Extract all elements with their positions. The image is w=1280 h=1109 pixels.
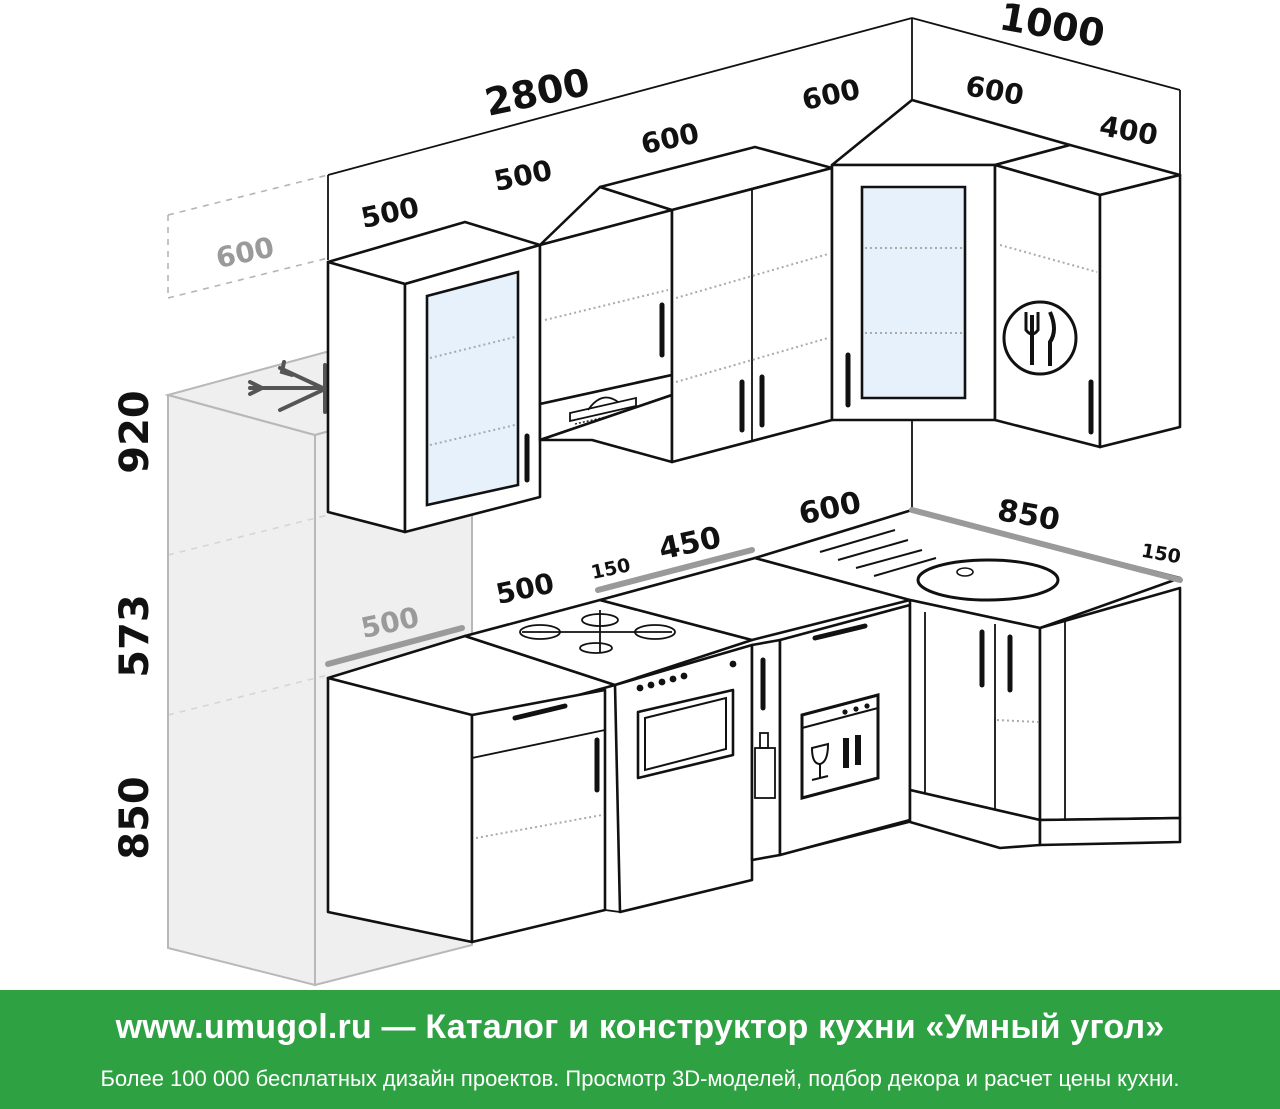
dim-upper-600-corner: 600 — [963, 69, 1026, 112]
dim-upper-600-a: 600 — [638, 116, 702, 160]
dim-upper-500-a: 500 — [358, 190, 422, 234]
dim-height-gap: 573 — [112, 594, 158, 678]
glass-door — [425, 270, 520, 507]
dim-side-length: 1000 — [996, 0, 1108, 56]
footer-title[interactable]: www.umugol.ru — Каталог и конструктор ку… — [115, 1008, 1165, 1046]
dim-height-base: 850 — [112, 776, 158, 860]
dim-total-length: 2800 — [481, 60, 594, 125]
dim-fridge-depth: 600 — [213, 230, 277, 274]
footer-banner: www.umugol.ru — Каталог и конструктор ку… — [0, 990, 1280, 1109]
dim-base-500-hob: 500 — [493, 566, 557, 610]
kitchen-drawing: 2800 1000 500 500 600 600 600 400 600 92… — [112, 0, 1183, 987]
dim-upper-500-b: 500 — [491, 153, 555, 197]
footer-subtitle: Более 100 000 бесплатных дизайн проектов… — [100, 1066, 1180, 1091]
upper-cabinets — [326, 98, 1182, 534]
dim-upper-400: 400 — [1097, 109, 1160, 152]
bottle-icon — [754, 732, 776, 799]
dim-gap-150-right: 150 — [1140, 540, 1183, 569]
countertop-marks — [325, 507, 1183, 667]
drainer-lines — [819, 529, 937, 577]
dishwasher-icon — [800, 693, 880, 800]
glass-door-corner — [860, 185, 967, 400]
dim-gap-150-left: 150 — [589, 554, 632, 584]
sink-bowl — [916, 558, 1060, 602]
stove-knobs — [636, 660, 737, 692]
base-cabinets — [326, 508, 1182, 944]
dim-upper-600-b: 600 — [799, 72, 863, 116]
hob-burners — [519, 610, 676, 654]
oven-door — [636, 688, 735, 780]
dim-base-600: 600 — [796, 485, 865, 532]
dim-height-upper: 920 — [112, 390, 158, 474]
plate-cutlery-icon — [1002, 300, 1078, 376]
kitchen-diagram: 2800 1000 500 500 600 600 600 400 600 92… — [112, 0, 1183, 987]
